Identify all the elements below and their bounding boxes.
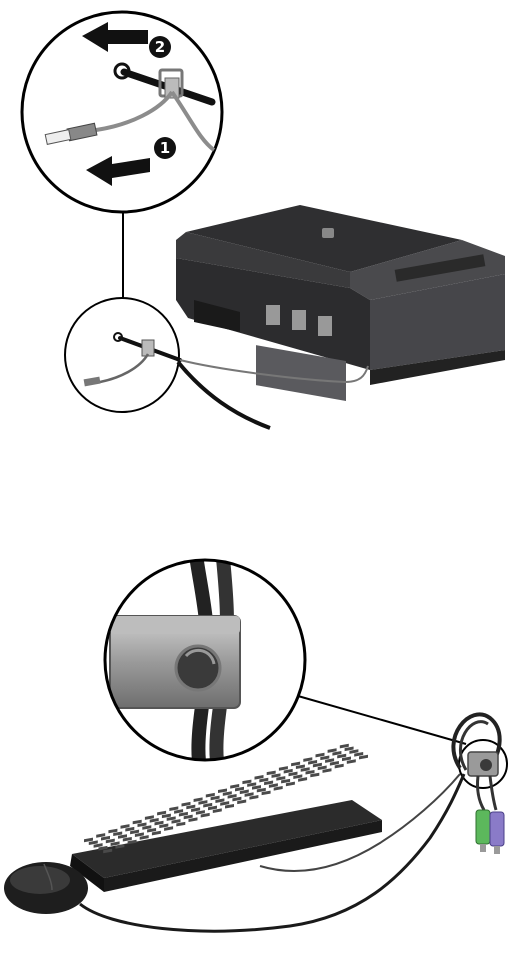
ps2-green-connector xyxy=(476,810,490,844)
hp-logo-icon xyxy=(322,228,334,238)
mouse xyxy=(4,862,88,914)
ps2-purple-connector xyxy=(490,812,504,846)
zoom-circle-small xyxy=(65,298,180,412)
step-2-number: 2 xyxy=(155,38,165,56)
printer-lock-figure: 2 1 xyxy=(0,0,520,440)
callout-leader xyxy=(298,696,466,744)
lock-zoom-circle xyxy=(105,548,305,768)
printer xyxy=(176,205,505,401)
zoom-circle-large: 2 1 xyxy=(22,12,222,212)
keyboard-mouse-lock-figure xyxy=(0,548,520,962)
keyboard-mouse-lock-illustration xyxy=(0,548,520,962)
step-1-number: 1 xyxy=(160,139,170,157)
printer-lock-illustration: 2 1 xyxy=(0,0,520,440)
keyboard xyxy=(70,744,382,892)
cable-lock xyxy=(468,752,498,776)
